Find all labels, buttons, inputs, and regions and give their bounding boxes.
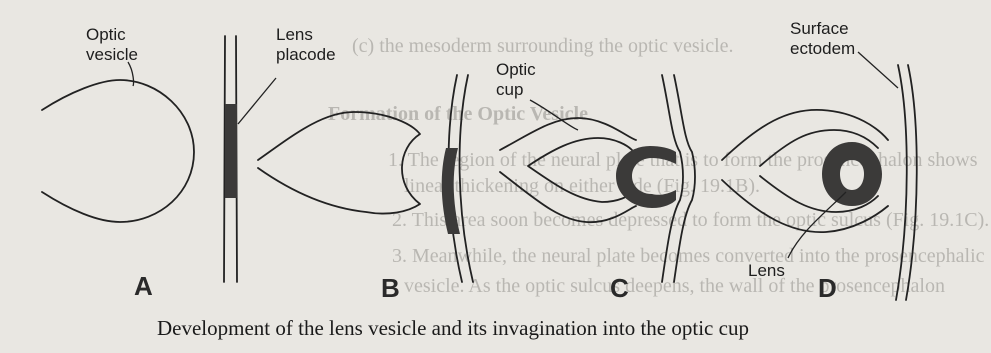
stage-a-diagram bbox=[42, 36, 276, 282]
lens-label: Lens bbox=[748, 261, 785, 280]
optic-vesicle-label-line1: Optic bbox=[86, 25, 126, 44]
surface-ectoderm-leader bbox=[858, 52, 898, 88]
figure-caption: Development of the lens vesicle and its … bbox=[157, 316, 749, 340]
stage-label-d: D bbox=[818, 273, 837, 303]
bleed-line-1: (c) the mesoderm surrounding the optic v… bbox=[352, 35, 734, 57]
stage-label-c: C bbox=[610, 273, 629, 303]
bleed-line-5: 2. This area soon becomes depressed to f… bbox=[392, 209, 989, 231]
lens-placode-leader bbox=[238, 78, 276, 124]
bleed-line-2: Formation of the Optic Vesicle bbox=[328, 103, 588, 125]
surface-ectoderm-label-line1: Surface bbox=[790, 19, 849, 38]
lens-placode-label-line2: placode bbox=[276, 45, 336, 64]
stage-label-b: B bbox=[381, 273, 400, 303]
bleed-through-text: (c) the mesoderm surrounding the optic v… bbox=[328, 35, 989, 297]
stage-label-a: A bbox=[134, 271, 153, 301]
bleed-line-4: linear thickening on either side (Fig. 1… bbox=[404, 175, 760, 197]
bleed-line-6: 3. Meanwhile, the neural plate becomes c… bbox=[392, 245, 985, 267]
lens-placode-label-line1: Lens bbox=[276, 25, 313, 44]
optic-cup-label-line2: cup bbox=[496, 80, 523, 99]
surface-ectoderm-label-line2: ectodem bbox=[790, 39, 855, 58]
optic-cup-label-line1: Optic bbox=[496, 60, 536, 79]
optic-vesicle-leader bbox=[128, 62, 133, 86]
surface-ectoderm-a-left bbox=[224, 36, 225, 282]
optic-vesicle-label-line2: vesicle bbox=[86, 45, 138, 64]
lens-vesicle-d bbox=[822, 142, 882, 206]
lens-placode-thickening bbox=[225, 104, 237, 198]
optic-vesicle-outline bbox=[42, 80, 194, 222]
